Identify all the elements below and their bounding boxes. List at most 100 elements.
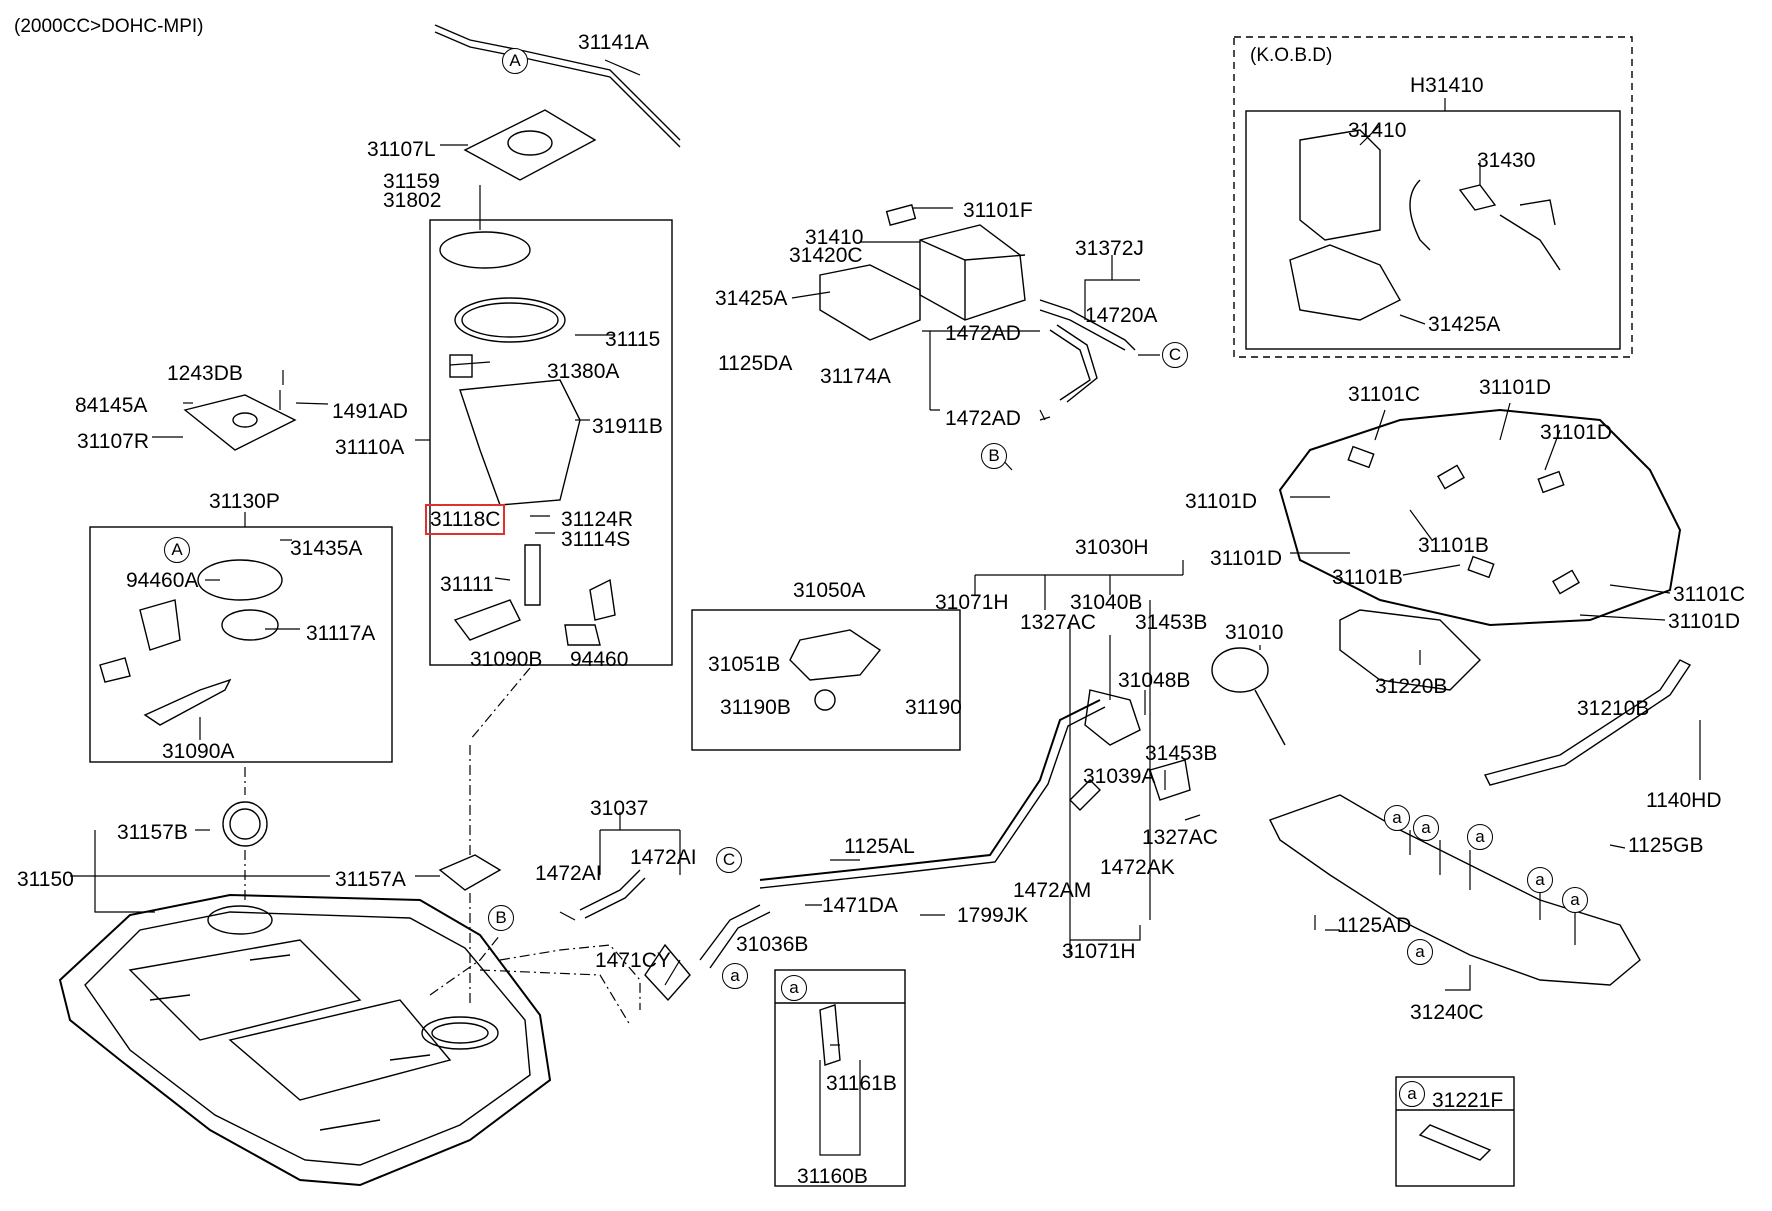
label-31802[interactable]: 31802	[383, 189, 442, 212]
callout-a-31221f[interactable]: a	[1399, 1081, 1425, 1107]
label-1471da[interactable]: 1471DA	[822, 894, 898, 917]
label-31118c-highlighted[interactable]: 31118C	[424, 504, 506, 535]
label-31911b[interactable]: 31911B	[592, 415, 663, 438]
callout-b-canister[interactable]: B	[981, 443, 1007, 469]
label-31010[interactable]: 31010	[1225, 621, 1284, 644]
label-1243db[interactable]: 1243DB	[167, 362, 243, 385]
label-31051b[interactable]: 31051B	[708, 653, 781, 676]
callout-a-shield-2[interactable]: a	[1413, 815, 1439, 841]
label-31111[interactable]: 31111	[440, 573, 494, 596]
label-31453b-top[interactable]: 31453B	[1135, 611, 1208, 634]
callout-a-sender[interactable]: A	[164, 537, 190, 563]
label-31150[interactable]: 31150	[17, 868, 74, 891]
label-31220b[interactable]: 31220B	[1375, 675, 1448, 698]
label-31210b[interactable]: 31210B	[1577, 697, 1650, 720]
label-31435a[interactable]: 31435A	[290, 537, 363, 560]
label-h31410[interactable]: H31410	[1410, 74, 1484, 97]
label-31190[interactable]: 31190	[905, 696, 962, 719]
label-31101d-c[interactable]: 31101D	[1185, 490, 1258, 513]
label-1472ai-a[interactable]: 1472AI	[535, 862, 602, 885]
label-31107l[interactable]: 31107L	[367, 138, 436, 161]
label-31110a[interactable]: 31110A	[335, 436, 405, 459]
label-31240c[interactable]: 31240C	[1410, 1001, 1484, 1024]
label-1327ac-top[interactable]: 1327AC	[1020, 611, 1096, 634]
callout-a-lower[interactable]: a	[722, 963, 748, 989]
label-31157a[interactable]: 31157A	[335, 868, 406, 891]
label-1125da[interactable]: 1125DA	[718, 352, 793, 375]
label-31161b[interactable]: 31161B	[826, 1072, 897, 1095]
label-31101c-a[interactable]: 31101C	[1348, 383, 1421, 406]
label-31159[interactable]: 31159	[383, 170, 440, 193]
label-31372j[interactable]: 31372J	[1075, 237, 1144, 260]
label-31410-kobd[interactable]: 31410	[1348, 119, 1407, 142]
label-31420c[interactable]: 31420C	[789, 244, 863, 267]
label-31101c-b[interactable]: 31101C	[1673, 583, 1746, 606]
label-84145a[interactable]: 84145A	[75, 394, 148, 417]
label-31071h-bot[interactable]: 31071H	[1062, 940, 1136, 963]
callout-c-filler[interactable]: C	[716, 847, 742, 873]
label-31130p[interactable]: 31130P	[209, 490, 280, 513]
label-31160b[interactable]: 31160B	[797, 1165, 868, 1188]
label-31107r[interactable]: 31107R	[77, 430, 150, 453]
label-1125al[interactable]: 1125AL	[844, 835, 915, 858]
label-31425a-mid[interactable]: 31425A	[715, 287, 788, 310]
callout-a-shield-4[interactable]: a	[1527, 867, 1553, 893]
label-1471cy[interactable]: 1471CY	[595, 949, 671, 972]
label-31124r[interactable]: 31124R	[561, 508, 634, 531]
label-1125gb[interactable]: 1125GB	[1628, 834, 1704, 857]
label-31090a[interactable]: 31090A	[162, 740, 235, 763]
label-94460a[interactable]: 94460A	[126, 569, 199, 592]
31160b-box	[774, 969, 906, 1187]
label-1491ad[interactable]: 1491AD	[332, 400, 408, 423]
label-31141a[interactable]: 31141A	[578, 31, 649, 54]
label-94460[interactable]: 94460	[570, 648, 629, 671]
label-31425a-kobd[interactable]: 31425A	[1428, 313, 1501, 336]
label-31380a[interactable]: 31380A	[547, 360, 620, 383]
callout-b-tank[interactable]: B	[488, 905, 514, 931]
label-31101d-a[interactable]: 31101D	[1479, 376, 1552, 399]
label-31040b[interactable]: 31040B	[1070, 591, 1143, 614]
label-31090b[interactable]: 31090B	[470, 648, 543, 671]
label-1472ad-b[interactable]: 1472AD	[945, 407, 1021, 430]
callout-a-shield-1[interactable]: a	[1384, 805, 1410, 831]
label-31114s[interactable]: 31114S	[561, 528, 631, 551]
label-31174a[interactable]: 31174A	[820, 365, 891, 388]
callout-a-box[interactable]: a	[781, 975, 807, 1001]
label-14720a[interactable]: 14720A	[1085, 304, 1158, 327]
callout-c-canister[interactable]: C	[1162, 342, 1188, 368]
callout-a-upper[interactable]: A	[502, 48, 528, 74]
label-1472ai-b[interactable]: 1472AI	[630, 846, 697, 869]
label-1140hd[interactable]: 1140HD	[1646, 789, 1722, 812]
label-31036b[interactable]: 31036B	[736, 933, 809, 956]
label-31101d-e[interactable]: 31101D	[1668, 610, 1741, 633]
label-1799jk[interactable]: 1799JK	[957, 904, 1029, 927]
label-1125ad[interactable]: 1125AD	[1337, 914, 1412, 937]
label-1472ak[interactable]: 1472AK	[1100, 856, 1175, 879]
label-31157b[interactable]: 31157B	[117, 821, 188, 844]
label-1327ac-b[interactable]: 1327AC	[1142, 826, 1218, 849]
label-31101f[interactable]: 31101F	[963, 199, 1033, 222]
label-1472am[interactable]: 1472AM	[1013, 879, 1092, 902]
label-31190b[interactable]: 31190B	[720, 696, 791, 719]
label-31071h-top[interactable]: 31071H	[935, 591, 1009, 614]
label-31030h[interactable]: 31030H	[1075, 536, 1149, 559]
label-31221f[interactable]: 31221F	[1432, 1089, 1504, 1112]
label-1472ad-a[interactable]: 1472AD	[945, 322, 1021, 345]
label-31101b-a[interactable]: 31101B	[1418, 534, 1489, 557]
label-31453b-b[interactable]: 31453B	[1145, 742, 1218, 765]
label-31101d-d[interactable]: 31101D	[1210, 547, 1283, 570]
callout-a-shield-5[interactable]: a	[1562, 887, 1588, 913]
fuel-tank	[58, 893, 552, 1187]
label-31115[interactable]: 31115	[605, 328, 661, 351]
callout-a-shield-6[interactable]: a	[1407, 939, 1433, 965]
label-31037[interactable]: 31037	[590, 797, 649, 820]
label-31430[interactable]: 31430	[1477, 149, 1536, 172]
label-31410-mid[interactable]: 31410	[805, 226, 864, 249]
label-31101b-b[interactable]: 31101B	[1332, 566, 1403, 589]
label-31117a[interactable]: 31117A	[306, 622, 376, 645]
label-31050a[interactable]: 31050A	[793, 579, 866, 602]
callout-a-shield-3[interactable]: a	[1467, 824, 1493, 850]
label-31039a[interactable]: 31039A	[1083, 765, 1156, 788]
label-31048b[interactable]: 31048B	[1118, 669, 1191, 692]
label-31101d-b[interactable]: 31101D	[1540, 421, 1613, 444]
